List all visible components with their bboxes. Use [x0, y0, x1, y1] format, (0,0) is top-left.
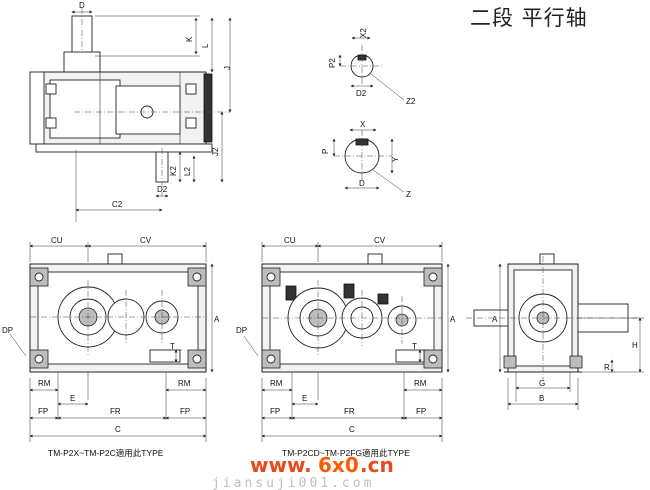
- watermark: www. 6x0 .cn jiansuji001.com: [212, 453, 394, 490]
- watermark-sub: jiansuji001.com: [212, 476, 374, 490]
- dim-CU-1: CU: [51, 236, 63, 245]
- dim-L2: L2: [183, 167, 192, 176]
- dim-D: D: [79, 1, 85, 10]
- dim-P2: P2: [328, 58, 337, 68]
- dim-E-2: E: [302, 394, 307, 403]
- dim-D2: D2: [157, 185, 168, 194]
- dim-FR-2: FR: [344, 407, 355, 416]
- shaft-section-small: [338, 36, 405, 101]
- dim-FP-right-2: FP: [416, 407, 426, 416]
- dim-RM-right-2: RM: [414, 379, 427, 388]
- dim-L: L: [201, 43, 210, 48]
- dim-CV-1: CV: [140, 236, 152, 245]
- shaft-section-large: [332, 128, 405, 193]
- dim-H: H: [632, 341, 638, 350]
- dim-X2: X2: [359, 28, 368, 38]
- side-view: [466, 253, 644, 410]
- front-view-1: [9, 242, 214, 442]
- dim-Z2: Z2: [406, 97, 416, 106]
- watermark-brand-c: .cn: [360, 453, 394, 477]
- dim-A-2: A: [450, 315, 456, 324]
- dim-D2-small: D2: [356, 89, 367, 98]
- page-title: 二段 平行轴: [470, 6, 588, 30]
- caption-type-2: TM-P2CD~TM-P2FG適用此TYPE: [282, 448, 410, 458]
- caption-type-1: TM-P2X~TM-P2C適用此TYPE: [48, 448, 164, 458]
- watermark-brand-b: 6x0: [318, 453, 359, 477]
- dim-B: B: [539, 394, 544, 403]
- dim-CU-2: CU: [284, 236, 296, 245]
- dim-CV-2: CV: [374, 236, 386, 245]
- dim-T-1: T: [170, 342, 175, 351]
- dim-RM-right-1: RM: [178, 379, 191, 388]
- dim-FR-1: FR: [110, 407, 121, 416]
- dim-Y: Y: [391, 156, 400, 162]
- dim-C-1: C: [115, 425, 121, 434]
- dim-Z: Z: [406, 190, 411, 199]
- dim-A-side: A: [492, 315, 498, 324]
- dim-A-1: A: [214, 315, 220, 324]
- dim-C-2: C: [349, 425, 355, 434]
- dim-J: J: [223, 66, 232, 70]
- dim-R: R: [604, 363, 610, 372]
- dim-FP-left-2: FP: [270, 407, 280, 416]
- watermark-brand-a: www.: [250, 453, 312, 477]
- dim-DP-1: DP: [2, 326, 13, 335]
- dim-FP-left-1: FP: [38, 407, 48, 416]
- dim-D-large: D: [359, 179, 365, 188]
- dim-J2: J2: [211, 147, 220, 156]
- dim-RM-left-1: RM: [38, 379, 51, 388]
- dim-K: K: [185, 36, 194, 42]
- front-view-2: [243, 242, 450, 442]
- dim-C2: C2: [112, 200, 123, 209]
- dim-G: G: [539, 379, 545, 388]
- dim-E-1: E: [70, 394, 75, 403]
- dim-FP-right-1: FP: [180, 407, 190, 416]
- top-view: [29, 8, 232, 222]
- dim-RM-left-2: RM: [270, 379, 283, 388]
- dim-K2: K2: [169, 166, 178, 176]
- dim-P: P: [321, 149, 330, 154]
- dim-T-2: T: [412, 342, 417, 351]
- dim-X: X: [360, 120, 366, 129]
- dim-DP-2: DP: [236, 326, 247, 335]
